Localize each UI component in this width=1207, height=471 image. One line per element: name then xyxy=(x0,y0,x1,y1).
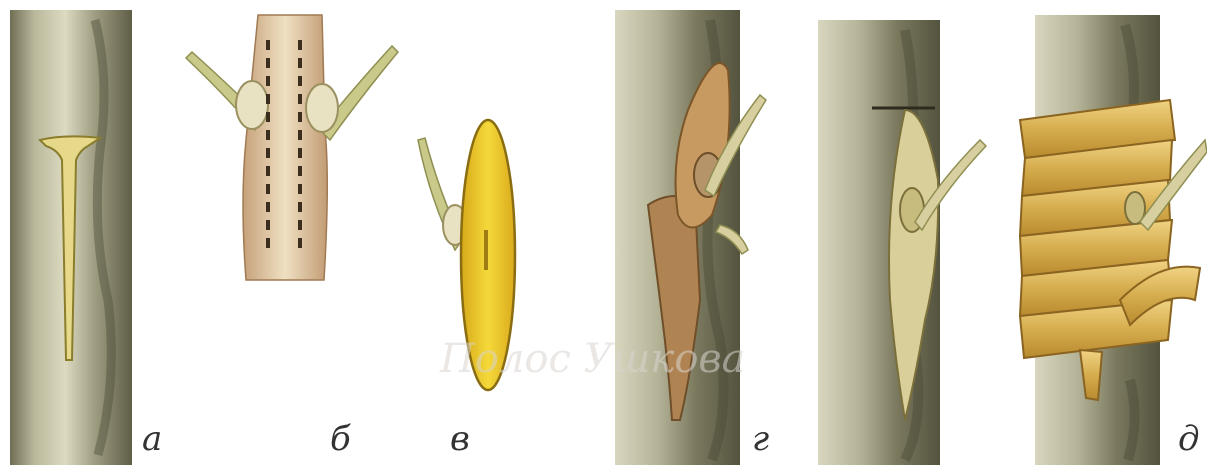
panel-label-b: б xyxy=(330,419,351,459)
panel-g-placed xyxy=(818,20,986,465)
panel-v: в xyxy=(418,120,515,459)
watermark: Полос Ушкова xyxy=(439,336,746,382)
panel-d: д xyxy=(1020,15,1207,465)
panel-a: а xyxy=(10,10,162,465)
panel-label-g: г xyxy=(752,419,769,459)
binding-tape xyxy=(1020,100,1175,358)
panel-label-v: в xyxy=(450,419,470,459)
panel-b: б xyxy=(186,15,398,459)
panel-label-d: д xyxy=(1178,419,1200,459)
panel-label-a: а xyxy=(142,419,162,459)
bud-right xyxy=(306,84,338,132)
panel-g-insert: г xyxy=(615,10,769,465)
bud-left xyxy=(236,81,268,129)
scion-twig xyxy=(243,15,327,280)
